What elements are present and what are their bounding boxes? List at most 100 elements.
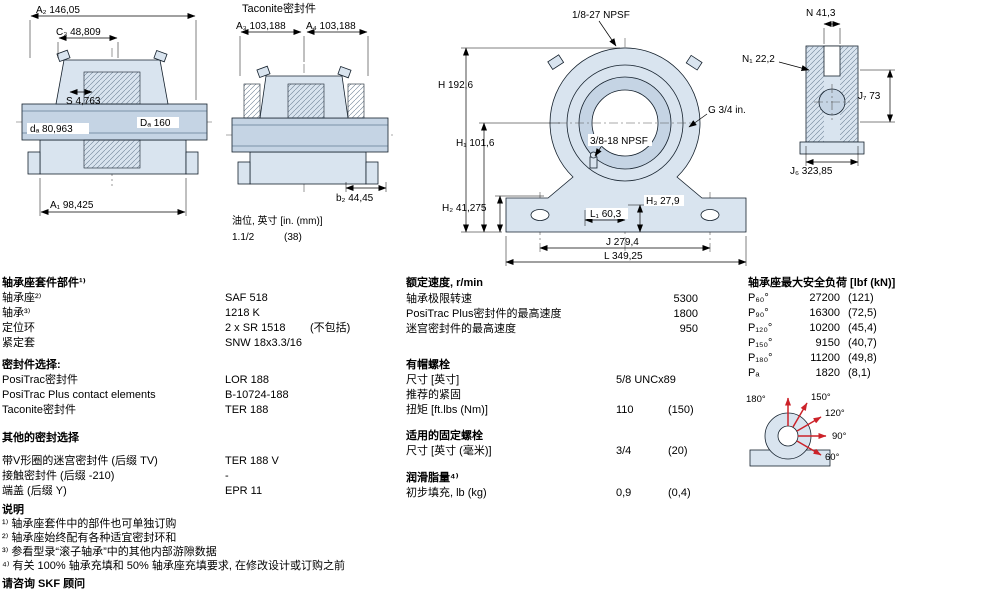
components-row-label: 轴承³⁾ xyxy=(2,307,31,319)
mini-housing-bore xyxy=(777,425,799,447)
components-row-label: 紧定套 xyxy=(2,337,35,349)
load-direction-diagram: 180° 150° 120° 90° 60° xyxy=(746,392,847,467)
other-seal-row-value: TER 188 V xyxy=(225,455,279,467)
section-title-notes: 说明 xyxy=(2,504,24,516)
cap-bolt-icon xyxy=(153,50,168,63)
left-section-view: A₂ 146,05 C₃ 48,809 S 4,763 dₐ 80,963 Dₐ… xyxy=(16,5,212,216)
taconite-seal xyxy=(347,83,365,119)
components-row-value: 2 x SR 1518 xyxy=(225,322,286,334)
speed-row-value: 1800 xyxy=(673,308,698,320)
dim-h2-label: H₂ 41,275 xyxy=(442,203,487,214)
attachment-bolt-size-note: (20) xyxy=(668,445,688,457)
components-row-value: SNW 18x3.3/16 xyxy=(225,337,303,349)
attachment-bolt-size-label: 尺寸 [英寸 (毫米)] xyxy=(406,445,492,457)
shaft xyxy=(231,117,389,153)
note-footer: 请咨询 SKF 顾问 xyxy=(2,578,86,590)
oil-level-inch: 1.1/2 xyxy=(232,232,255,243)
load-row-note: (8,1) xyxy=(848,367,871,379)
cap-bolt-icon xyxy=(547,54,565,71)
dim-a4-label: A₄ 103,188 xyxy=(306,21,356,32)
note-line: ³⁾ 参看型录“滚子轴承”中的其他内部游隙数据 xyxy=(2,546,217,558)
other-seal-row-label: 带V形圈的迷宫密封件 (后缀 TV) xyxy=(2,455,158,467)
bolt-slot xyxy=(530,209,550,221)
components-row-value: SAF 518 xyxy=(225,292,268,304)
load-row-note: (49,8) xyxy=(848,352,877,364)
dim-da-label: dₐ 80,963 xyxy=(30,124,73,135)
bearing-section xyxy=(83,71,141,105)
load-arrow-120 xyxy=(796,416,822,432)
load-row-value: 10200 xyxy=(809,322,840,334)
angle-90-label: 90° xyxy=(832,431,847,442)
components-row-value: 1218 K xyxy=(225,307,260,319)
grease-fill-value: 0,9 xyxy=(616,487,632,499)
dim-a1-label: A₁ 98,425 xyxy=(50,200,94,211)
other-seal-row-value: - xyxy=(225,470,229,482)
angle-180-label: 180° xyxy=(746,394,766,405)
dim-g-label: G 3/4 in. xyxy=(708,105,746,116)
load-row-label: P₁₂₀° xyxy=(748,322,773,334)
dim-b2-label: b₂ 44,45 xyxy=(336,193,374,204)
speed-row-label: 迷宫密封件的最高速度 xyxy=(406,323,516,335)
grease-fitting-icon xyxy=(589,156,598,169)
dim-n1-label: N₁ 22,2 xyxy=(742,54,775,65)
angle-120-label: 120° xyxy=(825,408,845,419)
load-row-value: 1820 xyxy=(815,367,840,379)
load-row-label: P₁₅₀° xyxy=(748,337,773,349)
technical-drawings: A₂ 146,05 C₃ 48,809 S 4,763 dₐ 80,963 Dₐ… xyxy=(16,1,895,266)
cap-bolt-icon xyxy=(256,65,271,78)
cap-bolt-icon xyxy=(56,49,71,62)
cap-bolt-torque-value: 110 xyxy=(616,404,634,416)
thread-mid-label: 3/8-18 NPSF xyxy=(590,136,648,147)
section-title-loads: 轴承座最大安全负荷 [lbf (kN)] xyxy=(748,277,896,289)
dim-a3-label: A₃ 103,188 xyxy=(236,21,286,32)
bolt-slot xyxy=(700,209,720,221)
taconite-section-view: Taconite密封件 A₃ 103,188 A₄ 1 xyxy=(226,1,394,243)
dim-h3-label: H₃ 27,9 xyxy=(646,196,680,207)
speed-row-label: 轴承极限转速 xyxy=(406,293,472,305)
load-row-label: P₁₈₀° xyxy=(748,352,773,364)
note-line: ²⁾ 轴承座始终配有各种适宜密封环和 xyxy=(2,532,177,544)
section-title-speeds: 额定速度, r/min xyxy=(406,277,484,289)
load-row-value: 16300 xyxy=(809,307,840,319)
cap-bolt-torque-label2: 扭矩 [ft.lbs (Nm)] xyxy=(406,404,488,416)
dim-j-label: J 279,4 xyxy=(606,237,639,248)
taconite-title: Taconite密封件 xyxy=(242,1,316,15)
dim-l-label: L 349,25 xyxy=(604,251,643,262)
load-row-value: 11200 xyxy=(810,352,840,364)
side-view: N 41,3 N₁ 22,2 J₇ 73 J₆ 323,85 xyxy=(742,8,895,177)
seal-row-value: LOR 188 xyxy=(225,374,270,386)
taconite-seal xyxy=(243,83,261,119)
cap-bolt-icon xyxy=(337,66,352,79)
load-row-label: Pₐ xyxy=(748,367,760,379)
note-line: ¹⁾ 轴承座套件中的部件也可单独订购 xyxy=(2,518,177,530)
section-title-attachment-bolts: 适用的固定螺栓 xyxy=(406,430,483,442)
load-row-label: P₉₀° xyxy=(748,307,769,319)
seal-row-label: PosiTrac Plus contact elements xyxy=(2,389,156,401)
dim-j6-label: J₆ 323,85 xyxy=(790,166,833,177)
grease-fill-note: (0,4) xyxy=(668,487,691,499)
seal-row-label: PosiTrac密封件 xyxy=(2,374,78,386)
note-line: ⁴⁾ 有关 100% 轴承充填和 50% 轴承座充填要求, 在修改设计或订购之前 xyxy=(2,560,345,572)
load-arrow-60 xyxy=(796,440,822,456)
cap-bolt-size-label: 尺寸 [英寸] xyxy=(406,374,460,386)
other-seal-row-label: 接触密封件 (后缀 -210) xyxy=(2,470,115,482)
load-row-label: P₆₀° xyxy=(748,292,769,304)
cap-bolt-torque-label1: 推荐的紧固 xyxy=(406,389,461,401)
load-row-note: (121) xyxy=(848,292,874,304)
load-arrow-150 xyxy=(792,402,808,428)
top-slot xyxy=(823,45,841,77)
section-title-cap-bolts: 有帽螺栓 xyxy=(406,359,450,371)
components-row-label: 定位环 xyxy=(2,322,35,334)
dim-n-label: N 41,3 xyxy=(806,8,836,19)
angle-150-label: 150° xyxy=(811,392,831,403)
load-row-note: (72,5) xyxy=(848,307,877,319)
seal-row-value: TER 188 xyxy=(225,404,269,416)
dim-l1-label: L₁ 60,3 xyxy=(590,209,622,220)
housing-base xyxy=(249,151,367,185)
attachment-bolt-size-value: 3/4 xyxy=(616,445,632,457)
dim-h1-label: H₁ 101,6 xyxy=(456,138,495,149)
dim-c3-label: C₃ 48,809 xyxy=(56,27,101,38)
cap-bolt-torque-note: (150) xyxy=(668,404,694,416)
section-title-grease: 润滑脂量⁴⁾ xyxy=(406,472,459,484)
